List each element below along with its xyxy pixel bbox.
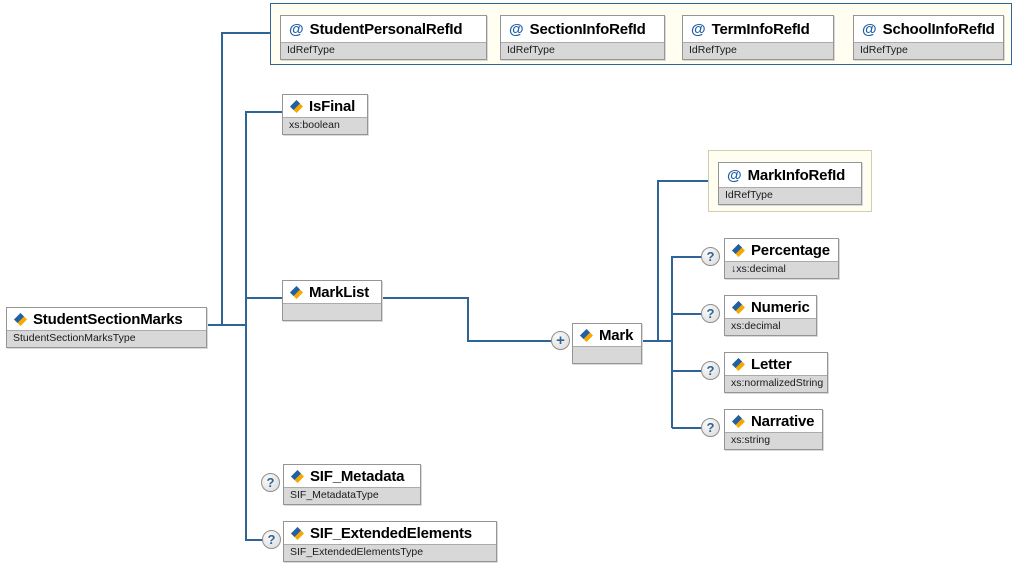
optional-glyph: ?	[267, 532, 276, 547]
node-label: Letter	[751, 356, 792, 373]
node-letter[interactable]: Letter xs:normalizedString	[724, 352, 828, 393]
node-type: xs:normalizedString	[725, 375, 827, 392]
node-label: Mark	[599, 327, 634, 344]
node-label: Percentage	[751, 242, 830, 259]
optional-indicator-percentage: ?	[701, 247, 720, 266]
node-label: SIF_ExtendedElements	[310, 525, 472, 542]
optional-glyph: ?	[706, 363, 715, 378]
node-type: xs:boolean	[283, 117, 367, 134]
node-type: SIF_ExtendedElementsType	[284, 544, 496, 561]
node-type: xs:decimal	[725, 318, 816, 335]
optional-glyph: ?	[706, 420, 715, 435]
node-mark[interactable]: Mark	[572, 323, 642, 364]
node-schoolinforefid[interactable]: @ SchoolInfoRefId IdRefType	[853, 15, 1004, 60]
node-label: MarkList	[309, 284, 370, 301]
optional-glyph: ?	[706, 249, 715, 264]
node-terminforefid[interactable]: @ TermInfoRefId IdRefType	[682, 15, 834, 60]
node-percentage[interactable]: Percentage ↓xs:decimal	[724, 238, 839, 279]
node-type	[283, 303, 381, 320]
attribute-icon: @	[509, 21, 524, 38]
optional-indicator-narrative: ?	[701, 418, 720, 437]
repeat-indicator-mark: +	[551, 331, 570, 350]
node-type: IdRefType	[683, 42, 833, 59]
node-label: SectionInfoRefId	[529, 21, 646, 38]
node-sif-metadata[interactable]: SIF_Metadata SIF_MetadataType	[283, 464, 421, 505]
node-markinforefid[interactable]: @ MarkInfoRefId IdRefType	[718, 162, 862, 205]
attribute-icon: @	[727, 167, 742, 184]
node-type: IdRefType	[501, 42, 664, 59]
element-icon	[14, 313, 27, 326]
node-type: IdRefType	[719, 187, 861, 204]
element-icon	[732, 415, 745, 428]
optional-indicator-sif-metadata: ?	[261, 473, 280, 492]
node-label: IsFinal	[309, 98, 356, 115]
node-label: TermInfoRefId	[711, 21, 810, 38]
node-label: SchoolInfoRefId	[882, 21, 995, 38]
element-icon	[291, 470, 304, 483]
element-icon	[290, 100, 303, 113]
node-numeric[interactable]: Numeric xs:decimal	[724, 295, 817, 336]
node-isfinal[interactable]: IsFinal xs:boolean	[282, 94, 368, 135]
node-studentsectionmarks[interactable]: StudentSectionMarks StudentSectionMarksT…	[6, 307, 207, 348]
element-icon	[291, 527, 304, 540]
node-type	[573, 346, 641, 363]
attribute-icon: @	[862, 21, 877, 38]
element-icon	[732, 244, 745, 257]
node-label: StudentSectionMarks	[33, 311, 183, 328]
node-type: StudentSectionMarksType	[7, 330, 206, 347]
node-type: SIF_MetadataType	[284, 487, 420, 504]
optional-glyph: ?	[706, 306, 715, 321]
element-icon	[732, 301, 745, 314]
node-label: StudentPersonalRefId	[309, 21, 463, 38]
node-label: Numeric	[751, 299, 810, 316]
node-type: xs:string	[725, 432, 822, 449]
node-label: Narrative	[751, 413, 815, 430]
repeat-glyph: +	[556, 332, 565, 349]
optional-indicator-sif-extendedelements: ?	[262, 530, 281, 549]
element-icon	[580, 329, 593, 342]
node-type: IdRefType	[281, 42, 486, 59]
node-label: SIF_Metadata	[310, 468, 405, 485]
element-icon	[290, 286, 303, 299]
attribute-icon: @	[289, 21, 304, 38]
node-label: MarkInfoRefId	[747, 167, 846, 184]
element-icon	[732, 358, 745, 371]
node-sectioninforefid[interactable]: @ SectionInfoRefId IdRefType	[500, 15, 665, 60]
optional-glyph: ?	[266, 475, 275, 490]
optional-indicator-letter: ?	[701, 361, 720, 380]
node-type: IdRefType	[854, 42, 1003, 59]
node-marklist[interactable]: MarkList	[282, 280, 382, 321]
node-studentpersonalrefid[interactable]: @ StudentPersonalRefId IdRefType	[280, 15, 487, 60]
node-type: ↓xs:decimal	[725, 261, 838, 278]
attribute-icon: @	[691, 21, 706, 38]
optional-indicator-numeric: ?	[701, 304, 720, 323]
node-sif-extendedelements[interactable]: SIF_ExtendedElements SIF_ExtendedElement…	[283, 521, 497, 562]
node-narrative[interactable]: Narrative xs:string	[724, 409, 823, 450]
